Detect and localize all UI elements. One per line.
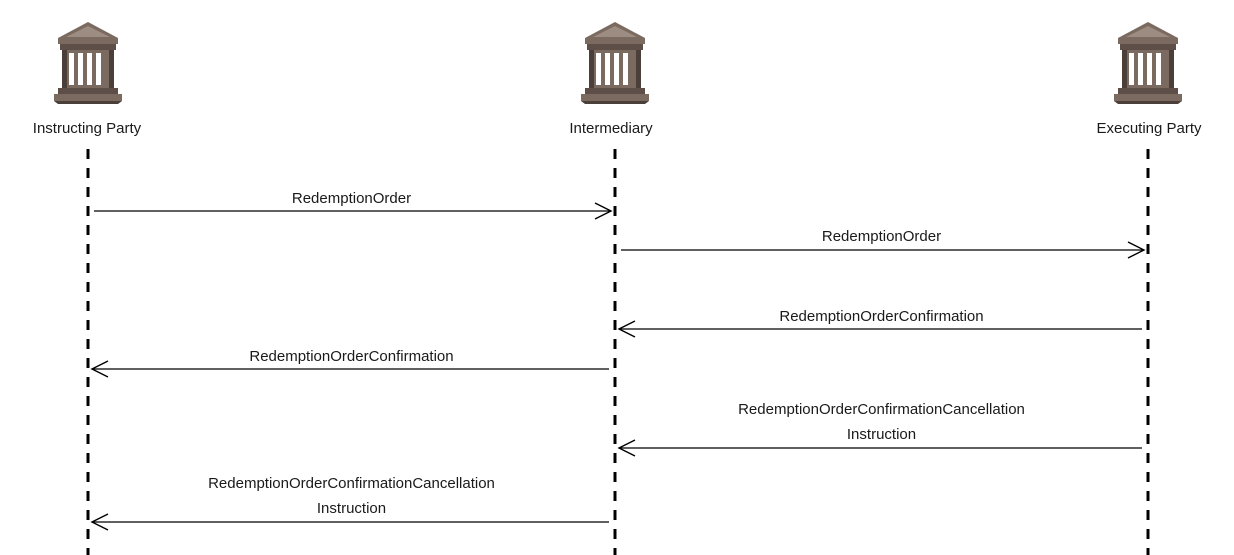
- bank-building-icon: [1114, 22, 1182, 104]
- message-arrow: RedemptionOrderConfirmation: [90, 348, 609, 378]
- message-label: RedemptionOrderConfirmationCancellation: [208, 475, 495, 492]
- message-arrow: RedemptionOrderConfirmation: [617, 308, 1142, 338]
- arrow-head-icon: [594, 202, 613, 220]
- arrow-head-icon: [617, 320, 636, 338]
- arrow-head-icon: [1127, 241, 1146, 259]
- message-label: Instruction: [317, 500, 386, 517]
- arrow-head-icon: [90, 513, 109, 531]
- party-label: Intermediary: [569, 120, 653, 137]
- message-label: Instruction: [847, 426, 916, 443]
- message-label: RedemptionOrderConfirmation: [249, 348, 453, 365]
- party-intermediary: Intermediary: [569, 22, 653, 137]
- message-label: RedemptionOrderConfirmation: [779, 308, 983, 325]
- party-label: Executing Party: [1096, 120, 1202, 137]
- bank-building-icon: [54, 22, 122, 104]
- message-arrow: RedemptionOrder: [94, 190, 613, 220]
- message-arrow: RedemptionOrder: [621, 228, 1146, 259]
- message-arrow: RedemptionOrderConfirmationCancellationI…: [90, 475, 609, 531]
- message-label: RedemptionOrderConfirmationCancellation: [738, 401, 1025, 418]
- message-label: RedemptionOrder: [822, 228, 941, 245]
- arrow-head-icon: [90, 360, 109, 378]
- message-label: RedemptionOrder: [292, 190, 411, 207]
- party-executing: Executing Party: [1096, 22, 1202, 137]
- party-label: Instructing Party: [33, 120, 142, 137]
- bank-building-icon: [581, 22, 649, 104]
- party-instructing: Instructing Party: [33, 22, 142, 137]
- arrow-head-icon: [617, 439, 636, 457]
- message-arrow: RedemptionOrderConfirmationCancellationI…: [617, 401, 1142, 457]
